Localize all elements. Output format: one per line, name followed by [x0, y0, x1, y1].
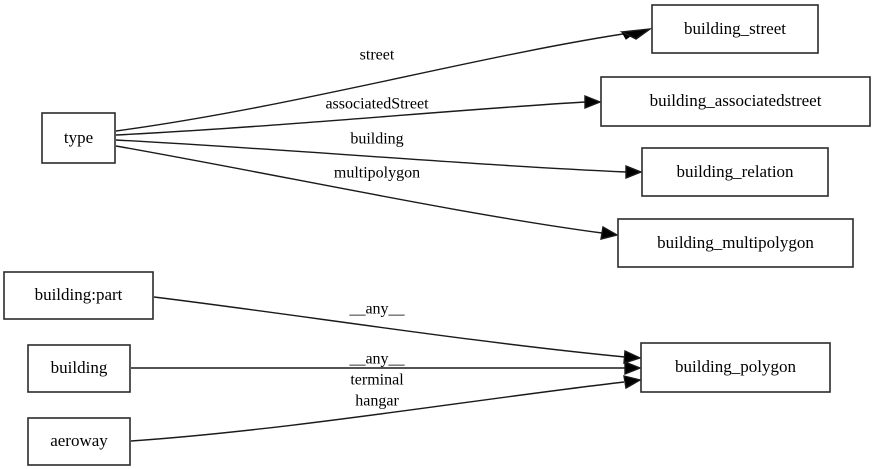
- edge-label-group: street associatedStreet building multipo…: [325, 47, 429, 410]
- node-box: [3, 271, 154, 320]
- edge-label-hangar: hangar: [355, 393, 399, 410]
- node-building-street[interactable]: building_street: [651, 4, 819, 54]
- edge-building-building-polygon[interactable]: [131, 360, 642, 376]
- edge-label-associatedstreet: associatedStreet: [325, 96, 429, 113]
- edge-type-building-relation[interactable]: [115, 139, 643, 180]
- node-label: aeroway: [50, 431, 108, 450]
- node-building-multipolygon[interactable]: building_multipolygon: [617, 218, 854, 268]
- edge-label-building: building: [350, 131, 403, 148]
- node-box: [641, 147, 829, 197]
- edge-type-building-associatedstreet[interactable]: [115, 94, 602, 136]
- node-box: [617, 218, 854, 268]
- node-label: building_relation: [676, 162, 794, 181]
- edge-type-building-street[interactable]: [115, 28, 653, 132]
- node-label: building_street: [684, 19, 786, 38]
- node-building-polygon[interactable]: building_polygon: [640, 342, 831, 393]
- edge-path: [115, 145, 603, 234]
- arrowhead-shape: [624, 360, 642, 376]
- node-label: type: [64, 128, 93, 147]
- node-label: building_polygon: [675, 357, 796, 376]
- edge-label-multipolygon: multipolygon: [334, 165, 420, 182]
- edge-label-street: street: [360, 47, 395, 64]
- node-building-part[interactable]: building:part: [3, 271, 154, 320]
- arrowhead-shape: [600, 225, 619, 240]
- edge-path: [115, 139, 627, 173]
- edge-label-any-part: __any__: [348, 301, 405, 318]
- edge-path: [115, 31, 637, 132]
- node-box: [600, 76, 871, 127]
- node-box: [41, 112, 116, 164]
- node-building-associatedstreet[interactable]: building_associatedstreet: [600, 76, 871, 127]
- node-label: building_multipolygon: [657, 233, 814, 252]
- node-label: building: [51, 358, 108, 377]
- node-aeroway[interactable]: aeroway: [27, 417, 131, 466]
- node-label: building:part: [35, 285, 123, 304]
- edge-path: [115, 101, 586, 136]
- node-building-relation[interactable]: building_relation: [641, 147, 829, 197]
- edge-type-building-multipolygon[interactable]: [115, 145, 619, 240]
- edge-label-any-building: __any__: [348, 351, 405, 368]
- edge-path: [130, 381, 625, 442]
- edge-aeroway-building-polygon[interactable]: [130, 375, 642, 442]
- node-box: [651, 4, 819, 54]
- node-box: [27, 417, 131, 466]
- node-box: [640, 342, 831, 393]
- edge-group: [115, 28, 653, 442]
- edge-building-part-building-polygon[interactable]: [153, 296, 642, 364]
- node-box: [27, 344, 131, 393]
- arrowhead-shape: [625, 164, 643, 180]
- edge-path: [153, 296, 626, 358]
- node-label: building_associatedstreet: [650, 91, 822, 110]
- arrowhead-shape: [623, 349, 642, 364]
- node-type[interactable]: type: [41, 112, 116, 164]
- arrowhead-shape: [623, 375, 642, 390]
- node-group: type building_street building_associated…: [3, 4, 871, 466]
- edge-label-terminal: terminal: [350, 372, 404, 389]
- node-building[interactable]: building: [27, 344, 131, 393]
- arrowhead-shape: [619, 28, 653, 40]
- arrowhead-shape: [584, 94, 602, 110]
